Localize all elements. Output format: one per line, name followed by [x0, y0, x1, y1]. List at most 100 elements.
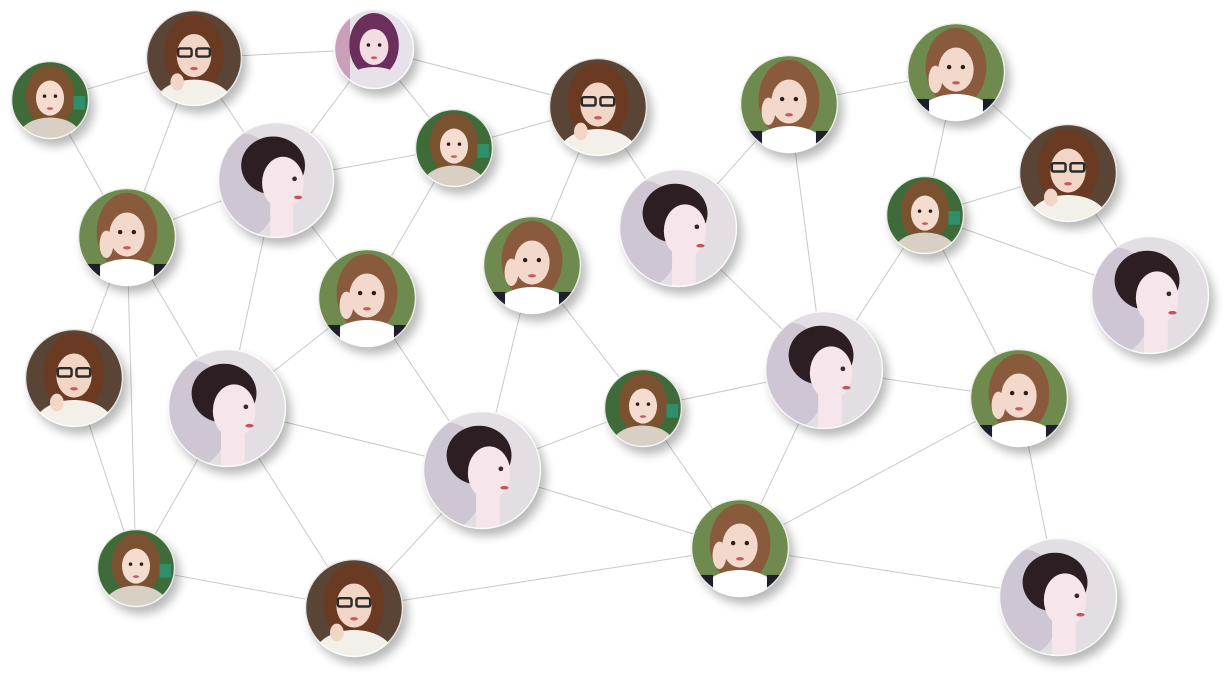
- face-shape: [109, 212, 145, 257]
- avatar-photo: [11, 61, 89, 139]
- eye-right: [139, 562, 144, 566]
- avatar-node-n3[interactable]: [333, 8, 419, 107]
- lips-shape: [594, 116, 602, 120]
- avatar-ring: [167, 348, 287, 468]
- face-shape: [580, 82, 616, 127]
- eye-shape: [498, 466, 504, 472]
- neck-shape: [1144, 318, 1168, 354]
- eye-shape: [292, 176, 297, 182]
- shirt-shape: [104, 585, 168, 607]
- avatar-node-n17[interactable]: [159, 348, 291, 479]
- avatar-ring: [422, 410, 542, 530]
- neck-shape: [818, 393, 842, 429]
- shirt-shape: [492, 287, 572, 314]
- avatar-node-n7[interactable]: [739, 54, 843, 175]
- lips-shape: [1076, 612, 1085, 617]
- glasses-lens-left: [1050, 161, 1067, 173]
- lips-shape: [46, 107, 54, 110]
- eye-shape: [1166, 291, 1172, 297]
- face-shape: [35, 80, 65, 116]
- avatar-ring: [333, 8, 415, 90]
- avatar-node-n22[interactable]: [96, 528, 180, 625]
- avatar-node-n10[interactable]: [77, 187, 181, 308]
- eye-left: [730, 540, 736, 546]
- hand-shape: [1043, 188, 1058, 207]
- lips-shape: [921, 222, 929, 225]
- avatar-node-n20[interactable]: [1082, 235, 1214, 366]
- background-sign-shape: [477, 144, 490, 158]
- avatar-photo: [97, 529, 175, 607]
- glasses-lens-right: [75, 366, 92, 378]
- glasses-lens-left: [56, 366, 73, 378]
- avatar-node-n24[interactable]: [690, 498, 794, 619]
- edge-n23-n24: [353, 547, 741, 609]
- lips-shape: [639, 415, 647, 418]
- face-shape: [1043, 573, 1087, 627]
- avatar-node-n13[interactable]: [610, 168, 742, 299]
- glasses-lens-right: [599, 95, 616, 107]
- eye-shape: [840, 366, 846, 372]
- avatar-photo: [549, 58, 647, 156]
- avatar-ring: [414, 108, 494, 188]
- avatar-ring: [24, 328, 124, 428]
- lips-shape: [952, 81, 960, 85]
- lips-shape: [293, 195, 303, 200]
- eye-left: [635, 402, 640, 406]
- hand-shape: [712, 541, 727, 570]
- eye-right: [377, 43, 382, 47]
- avatar-node-n19[interactable]: [414, 410, 546, 541]
- avatar-node-n5[interactable]: [414, 108, 498, 205]
- face-shape: [212, 384, 256, 438]
- bangs-shape: [349, 261, 385, 276]
- avatar-node-n14[interactable]: [885, 175, 969, 272]
- avatar-node-n4[interactable]: [209, 121, 339, 250]
- neck-shape: [221, 431, 245, 467]
- avatar-photo: [305, 559, 403, 657]
- avatar-node-n2[interactable]: [145, 9, 247, 128]
- avatar-node-n25[interactable]: [990, 537, 1122, 668]
- face-shape: [1135, 271, 1179, 325]
- shirt-shape: [749, 126, 829, 153]
- edge-n24-n21: [739, 397, 1020, 549]
- shirt-shape: [18, 117, 82, 139]
- eye-left: [357, 290, 363, 296]
- bangs-shape: [1001, 361, 1037, 376]
- background-sign-shape: [73, 96, 86, 110]
- shirt-shape: [327, 320, 407, 347]
- neck-shape: [672, 251, 696, 287]
- avatar-ring: [969, 348, 1069, 448]
- avatar-node-n1[interactable]: [10, 60, 94, 157]
- avatar-photo: [970, 349, 1068, 447]
- face-shape: [722, 523, 758, 568]
- shirt-shape: [700, 570, 780, 597]
- shirt-shape: [893, 232, 957, 254]
- neck-shape: [1052, 620, 1076, 656]
- face-shape: [910, 195, 940, 231]
- avatar-node-n18[interactable]: [603, 368, 687, 465]
- eye-left: [117, 229, 123, 235]
- avatar-node-n8[interactable]: [906, 22, 1010, 143]
- avatar-node-n16[interactable]: [24, 328, 128, 449]
- avatar-photo: [318, 249, 416, 347]
- background-sign-shape: [948, 211, 961, 225]
- eye-left: [779, 96, 785, 102]
- lips-shape: [245, 423, 254, 428]
- lips-shape: [1015, 407, 1023, 411]
- avatar-node-n6[interactable]: [548, 57, 652, 178]
- lips-shape: [785, 113, 793, 117]
- eye-left: [366, 43, 371, 47]
- avatar-node-n21[interactable]: [969, 348, 1073, 469]
- avatar-node-n15[interactable]: [756, 310, 888, 441]
- avatar-node-n23[interactable]: [304, 558, 408, 679]
- lips-shape: [696, 243, 705, 248]
- avatar-photo: [604, 369, 682, 447]
- eye-left: [42, 94, 47, 98]
- lips-shape: [350, 617, 358, 621]
- avatar-node-n12[interactable]: [482, 215, 586, 336]
- lips-shape: [123, 246, 131, 250]
- avatar-node-n11[interactable]: [317, 248, 421, 369]
- avatar-ring: [96, 528, 176, 608]
- hand-shape: [49, 393, 64, 412]
- avatar-node-n9[interactable]: [1018, 123, 1122, 244]
- lips-shape: [842, 385, 851, 390]
